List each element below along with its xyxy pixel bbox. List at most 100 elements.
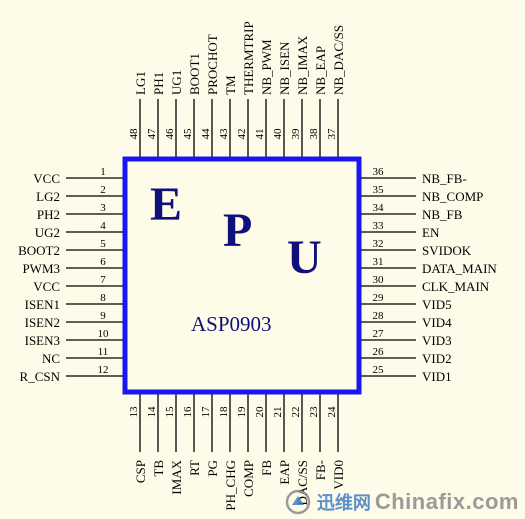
pin-number: 34	[373, 202, 385, 214]
part-number: ASP0903	[191, 312, 272, 336]
pin-name: EN	[422, 225, 440, 240]
chinafix-logo-icon	[285, 489, 311, 515]
pin-name: NB_IMAX	[295, 35, 310, 95]
pin-name: VID1	[422, 369, 452, 384]
pin-name: THERMTRIP	[241, 21, 256, 95]
chip-letter-p: P	[223, 204, 252, 257]
pin-number: 20	[254, 406, 266, 418]
pin-number: 29	[373, 292, 385, 304]
pin-number: 46	[164, 128, 176, 140]
pin-name: R_CSN	[20, 369, 61, 384]
pin-number: 9	[100, 310, 106, 322]
pin-number: 23	[308, 406, 320, 418]
pin-name: TM	[223, 75, 238, 95]
pin-name: LG1	[133, 71, 148, 95]
pin-number: 47	[146, 128, 158, 140]
pin-name: VCC	[33, 279, 60, 294]
pin-number: 13	[128, 406, 140, 418]
pins-layer: 1VCC2LG23PH24UG25BOOT26PWM37VCC8ISEN19IS…	[18, 21, 497, 510]
pin-name: PH1	[151, 72, 166, 95]
pin-number: 31	[373, 256, 384, 268]
pin-number: 10	[98, 328, 110, 340]
pin-number: 5	[100, 238, 106, 250]
pin-name: RT	[187, 460, 202, 476]
pin-name: FB-	[313, 460, 328, 480]
pin-name: ISEN2	[25, 315, 60, 330]
pin-number: 16	[182, 406, 194, 418]
pin-number: 21	[272, 407, 284, 418]
pin-number: 42	[236, 129, 248, 140]
pin-number: 45	[182, 128, 194, 140]
watermark-site-text: Chinafix.com	[374, 489, 519, 514]
pin-number: 4	[100, 220, 106, 232]
watermark-chinese-text: 迅维网	[316, 493, 371, 513]
pin-number: 30	[373, 274, 385, 286]
pin-number: 11	[98, 346, 109, 358]
pin-name: NB_FB-	[422, 171, 467, 186]
pin-name: NB_PWM	[259, 39, 274, 95]
pin-number: 6	[100, 256, 106, 268]
pin-number: 25	[373, 364, 385, 376]
pin-name: NB_FB	[422, 207, 463, 222]
pin-name: CLK_MAIN	[422, 279, 490, 294]
pin-name: EAP	[277, 460, 292, 485]
pin-number: 27	[373, 328, 385, 340]
pin-name: LG2	[36, 189, 60, 204]
pin-name: NB_DAC/SS	[331, 25, 346, 95]
pin-number: 41	[254, 129, 266, 140]
pin-number: 2	[100, 184, 106, 196]
pin-name: COMP	[241, 460, 256, 497]
pin-name: NC	[42, 351, 60, 366]
pin-name: FB	[259, 460, 274, 476]
pin-name: ISEN3	[25, 333, 60, 348]
pin-name: NB_COMP	[422, 189, 483, 204]
pin-name: BOOT2	[18, 243, 60, 258]
pin-number: 44	[200, 128, 212, 140]
pin-number: 37	[326, 128, 338, 140]
pin-name: BOOT1	[187, 53, 202, 95]
pin-number: 43	[218, 128, 230, 140]
pin-number: 12	[98, 364, 109, 376]
watermark: 迅维网 Chinafix.com	[283, 489, 519, 515]
chip-body	[122, 156, 362, 395]
pin-name: VID4	[422, 315, 452, 330]
pin-number: 19	[236, 406, 248, 418]
pin-name: SVIDOK	[422, 243, 472, 258]
pin-name: VID0	[331, 460, 346, 490]
pin-number: 3	[100, 202, 106, 214]
pin-number: 22	[290, 407, 302, 418]
pin-name: PWM3	[22, 261, 60, 276]
pin-number: 18	[218, 406, 230, 418]
pin-name: DATA_MAIN	[422, 261, 497, 276]
pin-number: 39	[290, 128, 302, 140]
pin-number: 36	[373, 166, 385, 178]
pin-name: VID3	[422, 333, 452, 348]
pin-number: 14	[146, 406, 158, 418]
chip-letter-u: U	[287, 231, 322, 284]
pin-name: TB	[151, 460, 166, 477]
pin-number: 28	[373, 310, 385, 322]
pin-name: PG	[205, 460, 220, 477]
pin-number: 24	[326, 406, 338, 418]
pin-number: 35	[373, 184, 385, 196]
pin-number: 48	[128, 128, 140, 140]
pin-name: VID2	[422, 351, 452, 366]
pin-name: NB_ISEN	[277, 41, 292, 95]
pin-number: 38	[308, 128, 320, 140]
pin-number: 8	[100, 292, 106, 304]
pin-number: 33	[373, 220, 385, 232]
pin-name: PH2	[37, 207, 60, 222]
pin-number: 40	[272, 128, 284, 140]
pin-name: IMAX	[169, 459, 184, 494]
pin-name: PH_CHG	[223, 460, 238, 511]
pin-name: VID5	[422, 297, 452, 312]
pin-number: 17	[200, 406, 212, 418]
chip-letter-e: E	[150, 178, 182, 231]
pin-number: 1	[100, 166, 106, 178]
pin-name: PROCHOT	[205, 34, 220, 95]
pin-number: 26	[373, 346, 385, 358]
pin-number: 7	[100, 274, 106, 286]
pin-name: ISEN1	[25, 297, 60, 312]
pin-name: NB_EAP	[313, 46, 328, 95]
